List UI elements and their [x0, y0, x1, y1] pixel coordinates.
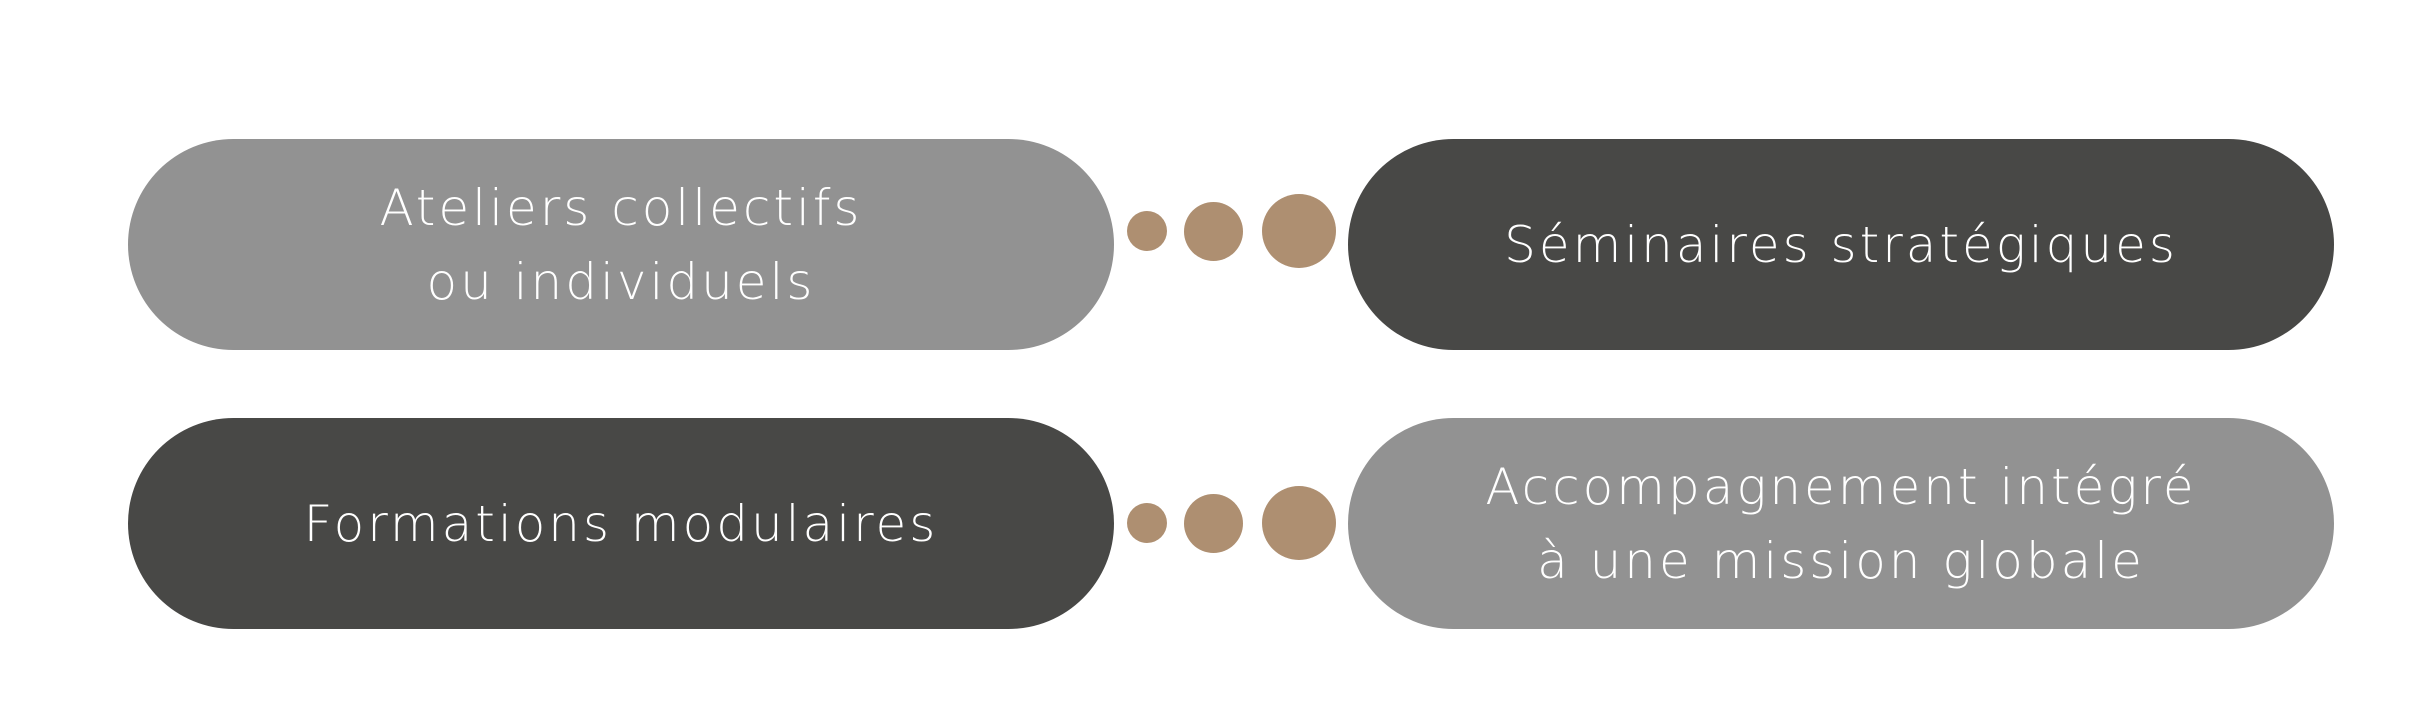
- connector-dot-small: [1127, 211, 1167, 251]
- label-line: ou individuels: [426, 252, 816, 311]
- pill-label: Ateliers collectifs ou individuels: [379, 171, 862, 319]
- connector-dot-large: [1262, 194, 1336, 268]
- label-line: Ateliers collectifs: [379, 178, 863, 237]
- connector-dot-medium: [1184, 494, 1243, 553]
- pill-ateliers: Ateliers collectifs ou individuels: [128, 139, 1114, 350]
- label-line: Accompagnement intégré: [1485, 457, 2197, 516]
- pill-seminaires: Séminaires stratégiques: [1348, 139, 2334, 350]
- connector-dot-small: [1127, 503, 1167, 543]
- label-line: à une mission globale: [1537, 531, 2145, 590]
- pill-label: Accompagnement intégré à une mission glob…: [1485, 450, 2196, 598]
- pill-formations: Formations modulaires: [128, 418, 1114, 629]
- pill-label: Formations modulaires: [303, 494, 939, 553]
- connector-dot-medium: [1184, 202, 1243, 261]
- connector-dot-large: [1262, 486, 1336, 560]
- pill-accompagnement: Accompagnement intégré à une mission glob…: [1348, 418, 2334, 629]
- pill-label: Séminaires stratégiques: [1504, 215, 2178, 274]
